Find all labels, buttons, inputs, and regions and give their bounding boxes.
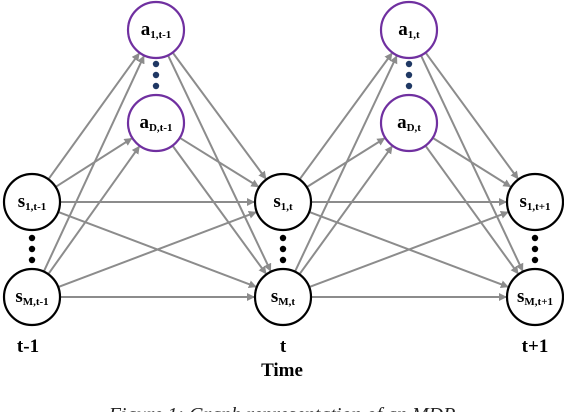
action-ellipsis-current-dot-1 — [405, 60, 413, 68]
node-label-main: a — [139, 112, 149, 133]
edge-s1_tm1-to-a1_tm1 — [47, 52, 140, 180]
state-ellipsis-next-dot-1 — [531, 234, 539, 242]
edge-aD_tm1-to-s1_t — [179, 136, 260, 188]
action-ellipsis-prev-dot-1 — [152, 60, 160, 68]
node-label-main: s — [18, 191, 25, 212]
edge-sM_t-to-aD_t — [298, 145, 393, 275]
state-node-circle — [2, 267, 62, 327]
action-node-label: a1,t-1 — [141, 19, 172, 41]
state-node-circle — [505, 172, 564, 232]
node-label-main: a — [141, 19, 151, 40]
state-ellipsis-next-dot-3 — [531, 256, 539, 264]
time-label-current: t — [280, 336, 287, 357]
action-node-circle — [126, 0, 186, 60]
node-label-subscript: 1,t — [281, 201, 293, 213]
node-label-main: s — [271, 286, 278, 307]
node-label-main: s — [15, 286, 22, 307]
node-label-main: s — [273, 191, 280, 212]
edge-aD_t-to-sM_tp1 — [424, 145, 519, 275]
node-label-subscript: M,t+1 — [524, 296, 553, 308]
node-label-subscript: 1,t — [408, 29, 420, 41]
state-ellipsis-next-dot-2 — [531, 245, 539, 253]
ellipsis-dots — [28, 60, 539, 264]
state-node-circle — [505, 267, 564, 327]
node-sM_t: sM,t — [253, 267, 313, 327]
node-aD_tm1: aD,t-1 — [126, 93, 186, 153]
edge-aD_t-to-s1_tp1 — [432, 137, 512, 188]
node-label-main: s — [519, 191, 526, 212]
node-label-subscript: 1,t+1 — [527, 201, 551, 213]
node-sM_tp1: sM,t+1 — [505, 267, 564, 327]
nodes-layer: s1,t-1sM,t-1a1,t-1aD,t-1s1,tsM,ta1,taD,t… — [2, 0, 564, 327]
node-label-subscript: M,t-1 — [23, 296, 49, 308]
node-a1_t: a1,t — [379, 0, 439, 60]
node-label-main: a — [398, 19, 408, 40]
state-node-label: sM,t-1 — [15, 286, 48, 308]
node-label-main: s — [517, 286, 524, 307]
edge-sM_t-to-s1_tp1 — [308, 210, 509, 289]
edge-sM_tm1-to-s1_t — [57, 211, 257, 289]
state-node-label: s1,t+1 — [519, 191, 550, 213]
state-ellipsis-prev-dot-3 — [28, 256, 36, 264]
edge-s1_t-to-a1_t — [298, 52, 393, 181]
figure-caption: Figure 1: Graph representation of an MDP — [108, 404, 456, 412]
state-node-label: s1,t-1 — [18, 191, 46, 213]
state-node-circle — [253, 172, 313, 232]
edges-layer — [42, 51, 524, 301]
action-node-label: a1,t — [398, 19, 420, 41]
time-label-next: t+1 — [522, 336, 549, 357]
state-node-circle — [2, 172, 62, 232]
node-aD_t: aD,t — [379, 93, 439, 153]
action-ellipsis-current-dot-3 — [405, 82, 413, 90]
node-label-subscript: 1,t-1 — [150, 29, 171, 41]
state-node-label: s1,t — [273, 191, 293, 213]
action-node-label: aD,t-1 — [139, 112, 172, 134]
state-node-circle — [253, 267, 313, 327]
node-s1_tm1: s1,t-1 — [2, 172, 62, 232]
action-node-circle — [379, 0, 439, 60]
node-s1_tp1: s1,t+1 — [505, 172, 564, 232]
edge-sM_tm1-to-aD_tm1 — [47, 145, 140, 275]
axis-title: Time — [261, 360, 303, 381]
state-ellipsis-prev-dot-1 — [28, 234, 36, 242]
state-node-label: sM,t+1 — [517, 286, 553, 308]
time-label-prev: t-1 — [17, 336, 39, 357]
state-ellipsis-current-dot-1 — [279, 234, 287, 242]
edge-aD_tm1-to-sM_t — [171, 145, 267, 275]
edge-sM_tm1-to-a1_tm1 — [42, 55, 145, 273]
node-s1_t: s1,t — [253, 172, 313, 232]
node-a1_tm1: a1,t-1 — [126, 0, 186, 60]
action-ellipsis-current-dot-2 — [405, 71, 413, 79]
node-label-subscript: D,t-1 — [149, 122, 173, 134]
action-ellipsis-prev-dot-3 — [152, 82, 160, 90]
node-label-subscript: D,t — [407, 122, 422, 134]
edge-a1_t-to-s1_tp1 — [424, 51, 519, 180]
action-node-circle — [379, 93, 439, 153]
action-node-label: aD,t — [397, 112, 421, 134]
state-node-label: sM,t — [271, 286, 296, 308]
node-sM_tm1: sM,t-1 — [2, 267, 62, 327]
node-label-subscript: M,t — [278, 296, 295, 308]
node-label-subscript: 1,t-1 — [25, 201, 46, 213]
edge-sM_t-to-a1_t — [294, 55, 398, 273]
state-ellipsis-current-dot-3 — [279, 256, 287, 264]
state-ellipsis-prev-dot-2 — [28, 245, 36, 253]
action-node-circle — [126, 93, 186, 153]
state-ellipsis-current-dot-2 — [279, 245, 287, 253]
action-ellipsis-prev-dot-2 — [152, 71, 160, 79]
edge-a1_tm1-to-s1_t — [171, 51, 267, 180]
node-label-main: a — [397, 112, 407, 133]
